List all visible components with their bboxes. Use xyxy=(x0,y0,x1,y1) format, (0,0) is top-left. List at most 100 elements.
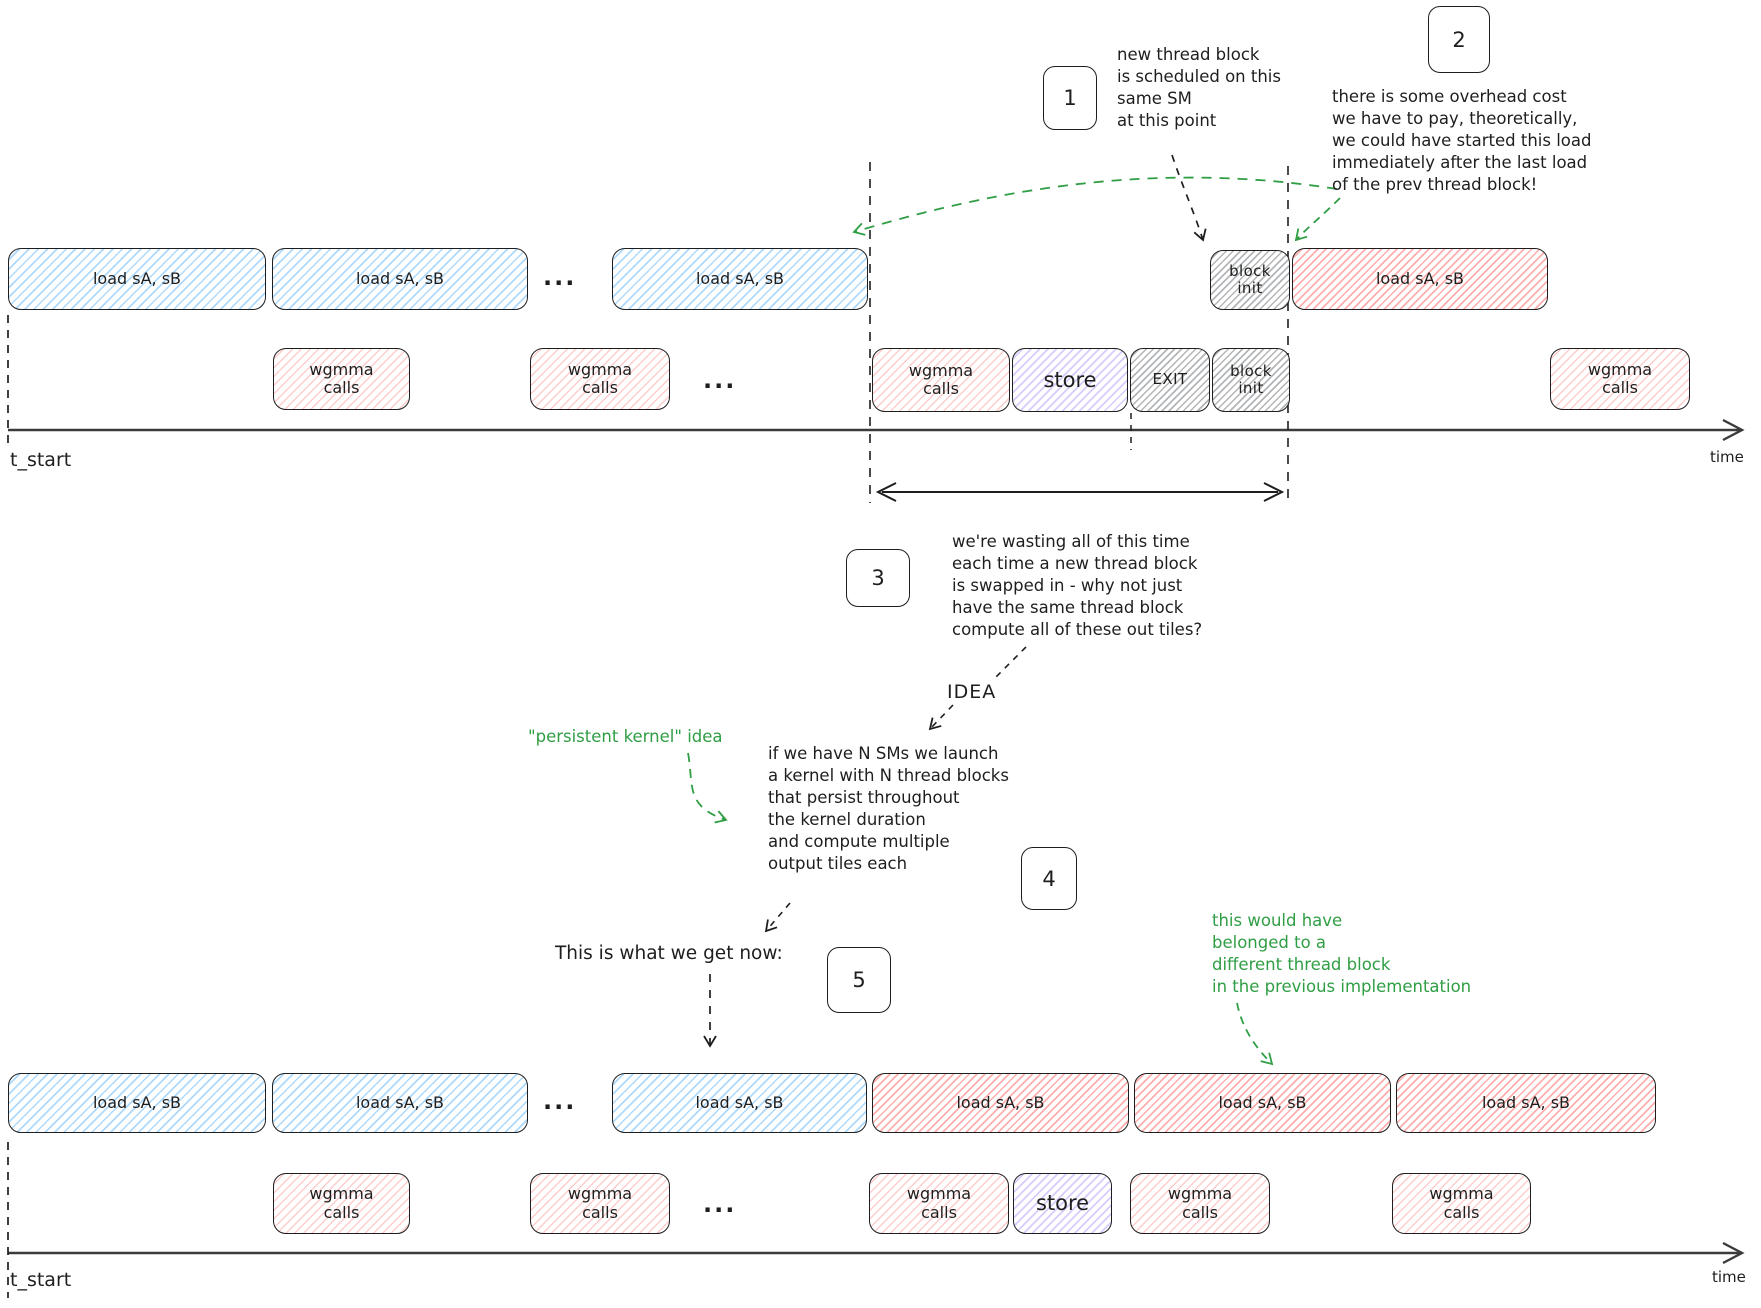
load-sa-sb-box: load sA, sB xyxy=(872,1073,1129,1133)
note-belonged: this would have belonged to a different th… xyxy=(1212,910,1471,998)
box-label: load sA, sB xyxy=(1375,268,1465,288)
note-line: different thread block xyxy=(1212,955,1391,974)
note-line: that persist throughout xyxy=(768,788,960,807)
wgmma-calls-box: wgmma calls xyxy=(869,1173,1009,1234)
wgmma-calls-box: wgmma calls xyxy=(1130,1173,1270,1234)
load-sa-sb-box: load sA, sB xyxy=(8,248,266,310)
idea-down-arrow xyxy=(928,704,954,731)
step-badge-2: 2 xyxy=(1428,6,1490,73)
ellipsis-label: ... xyxy=(543,263,577,291)
box-label: load sA, sB xyxy=(355,1092,445,1112)
step-badge-3: 3 xyxy=(846,549,910,607)
note-line: in the previous implementation xyxy=(1212,977,1472,996)
note-line: immediately after the last load xyxy=(1332,153,1588,172)
box-label: wgmma calls xyxy=(309,359,374,397)
ellipsis-label: ... xyxy=(703,366,737,394)
box-label: wgmma calls xyxy=(906,1184,972,1222)
store-box: store xyxy=(1012,348,1128,412)
green-overhead-arrow-short xyxy=(1294,197,1341,242)
block-init-box: block init xyxy=(1212,348,1290,412)
load-sa-sb-box: load sA, sB xyxy=(612,248,868,310)
box-label: load sA, sB xyxy=(92,268,182,288)
load-sa-sb-box: load sA, sB xyxy=(8,1073,266,1133)
exit-box: EXIT xyxy=(1130,348,1210,412)
note-line: the kernel duration xyxy=(768,810,926,829)
box-label: wgmma calls xyxy=(1587,359,1653,397)
box-label: load sA, sB xyxy=(1218,1092,1307,1112)
note-line: we could have started this load xyxy=(1332,131,1592,150)
note-line: same SM xyxy=(1117,89,1192,108)
note-line: have the same thread block xyxy=(952,598,1184,617)
note-line: there is some overhead cost xyxy=(1332,87,1567,106)
note-line: and compute multiple xyxy=(768,832,950,851)
wasted-interval-arrowhead-right xyxy=(1263,482,1285,502)
time-label-bottom: time xyxy=(1712,1268,1746,1286)
load-sa-sb-box: load sA, sB xyxy=(612,1073,867,1133)
time-label-top: time xyxy=(1710,448,1744,466)
note-line: is swapped in - why not just xyxy=(952,576,1183,595)
persistent-kernel-arrow xyxy=(687,752,728,824)
note-line: is scheduled on this xyxy=(1117,67,1281,86)
ellipsis-label: ... xyxy=(703,1190,737,1218)
t-start-label-top: t_start xyxy=(10,449,72,471)
note-line: we're wasting all of this time xyxy=(952,532,1190,551)
box-label: load sA, sB xyxy=(1481,1092,1571,1112)
note-line: output tiles each xyxy=(768,854,908,873)
ellipsis-label: ... xyxy=(543,1087,577,1115)
wgmma-calls-box: wgmma calls xyxy=(273,348,410,410)
wgmma-calls-box: wgmma calls xyxy=(1550,348,1690,410)
wgmma-calls-box: wgmma calls xyxy=(530,1173,670,1234)
note-line: we have to pay, theoretically, xyxy=(1332,109,1578,128)
box-label: block init xyxy=(1230,361,1272,397)
load-sa-sb-box: load sA, sB xyxy=(1134,1073,1391,1133)
note-line: if we have N SMs we launch xyxy=(768,744,999,763)
box-label: wgmma calls xyxy=(1167,1184,1233,1222)
note-idea-detail: if we have N SMs we launch a kernel with … xyxy=(768,743,1009,875)
box-label: load sA, sB xyxy=(695,1092,784,1112)
green-overhead-arrow-long xyxy=(852,176,1338,236)
load-sa-sb-box: load sA, sB xyxy=(272,1073,528,1133)
idea-leader xyxy=(995,646,1027,678)
load-sa-sb-box: load sA, sB xyxy=(272,248,528,310)
wgmma-calls-box: wgmma calls xyxy=(872,348,1010,412)
wgmma-calls-box: wgmma calls xyxy=(1392,1173,1531,1234)
step-badge-5: 5 xyxy=(827,947,891,1013)
note1-leader-arrow xyxy=(1171,154,1207,242)
note-line: this would have xyxy=(1212,911,1343,930)
t-start-label-bottom: t_start xyxy=(10,1269,72,1291)
note-line: new thread block xyxy=(1117,45,1260,64)
box-label: wgmma calls xyxy=(1429,1184,1494,1222)
persistent-kernel-label: "persistent kernel" idea xyxy=(528,727,723,746)
box-label: load sA, sB xyxy=(92,1092,182,1112)
box-label: store xyxy=(1043,367,1097,392)
wgmma-calls-box: wgmma calls xyxy=(273,1173,410,1234)
box-label: load sA, sB xyxy=(695,268,785,288)
block-init-box: block init xyxy=(1210,250,1290,310)
box-label: store xyxy=(1035,1191,1090,1216)
box-label: load sA, sB xyxy=(355,268,445,288)
note-line: belonged to a xyxy=(1212,933,1327,952)
step-badge-1: 1 xyxy=(1043,66,1097,130)
note-overhead-cost: there is some overhead cost we have to pa… xyxy=(1332,86,1591,196)
box-label: load sA, sB xyxy=(956,1092,1045,1112)
load-sa-sb-box: load sA, sB xyxy=(1396,1073,1656,1133)
wasted-interval-arrowhead-left xyxy=(875,482,897,502)
note-line: of the prev thread block! xyxy=(1332,175,1538,194)
step-badge-4: 4 xyxy=(1021,847,1077,910)
store-box: store xyxy=(1013,1173,1112,1234)
load-sa-sb-box: load sA, sB xyxy=(1292,248,1548,310)
box-label: wgmma calls xyxy=(567,1184,633,1222)
note-line: at this point xyxy=(1117,111,1217,130)
green-belonged-arrow xyxy=(1236,1002,1274,1066)
box-label: wgmma calls xyxy=(567,359,633,397)
box-label: EXIT xyxy=(1152,370,1188,389)
box-label: wgmma calls xyxy=(908,360,974,398)
get-now-leader-arrow xyxy=(764,902,791,933)
note-new-thread-block: new thread block is scheduled on this same… xyxy=(1117,44,1281,132)
note-line: a kernel with N thread blocks xyxy=(768,766,1009,785)
idea-label: IDEA xyxy=(947,681,997,703)
note-line: compute all of these out tiles? xyxy=(952,620,1203,639)
